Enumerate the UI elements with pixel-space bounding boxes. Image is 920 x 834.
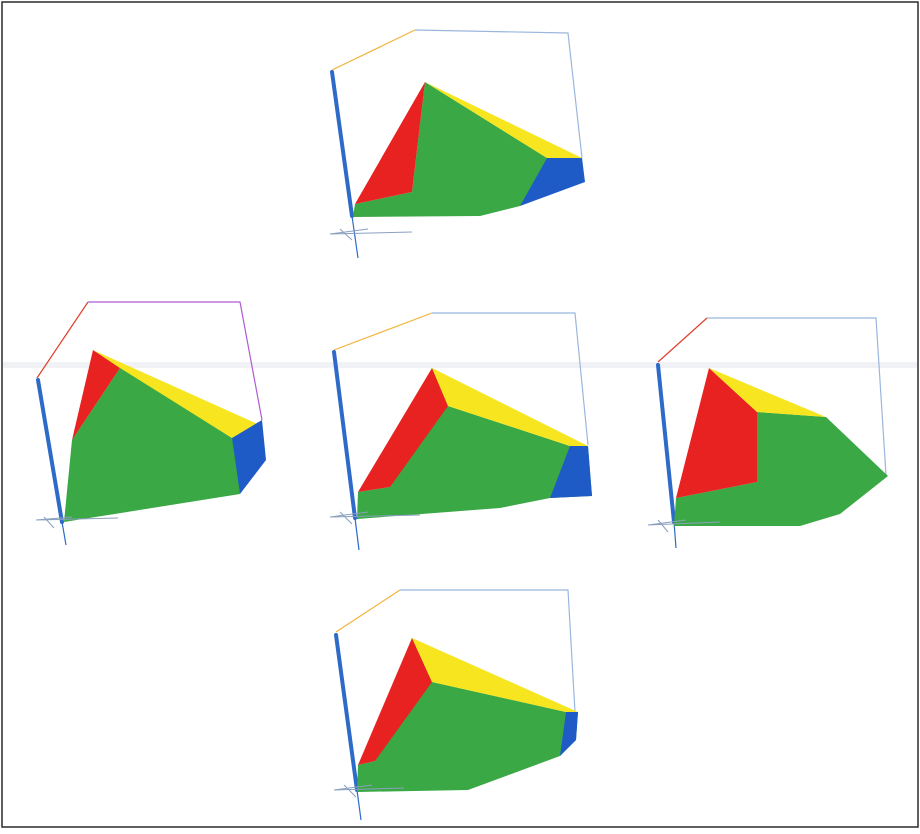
- view-right-edge-light: [707, 317, 887, 476]
- view-bottom-face-red: [358, 638, 432, 765]
- view-left-face-red: [72, 350, 120, 440]
- view-bottom-face-yellow: [412, 638, 578, 712]
- view-left-face-green: [64, 350, 262, 522]
- view-center-face-blue: [550, 446, 592, 498]
- view-right-axis-gizmo: [647, 519, 721, 533]
- view-top-edge-light: [414, 29, 583, 159]
- view-bottom-axis-gizmo: [333, 784, 405, 798]
- view-right-axis-vertical: [656, 363, 676, 524]
- view-top: [329, 29, 585, 259]
- view-center-edge-orange: [333, 312, 433, 351]
- view-bottom-axis-tick: [356, 789, 362, 821]
- view-bottom: [333, 589, 578, 821]
- view-center-axis-vertical: [332, 350, 357, 520]
- view-right-axis-tick: [673, 521, 677, 549]
- view-center-face-yellow: [432, 368, 588, 446]
- view-right: [647, 317, 888, 549]
- view-top-axis-gizmo: [329, 228, 413, 241]
- view-right-face-yellow: [709, 368, 826, 417]
- view-bottom-face-blue: [560, 712, 578, 756]
- view-center-axis-gizmo: [329, 511, 421, 525]
- view-center: [329, 312, 592, 551]
- view-top-axis-vertical: [330, 70, 354, 218]
- view-right-face-green: [674, 412, 888, 526]
- view-left-axis-gizmo: [35, 516, 119, 529]
- view-left-axis-vertical: [36, 378, 64, 524]
- view-right-edge-red: [657, 317, 708, 363]
- view-left-face-yellow: [93, 350, 262, 438]
- view-center-face-red: [358, 368, 448, 492]
- view-top-axis-tick: [351, 215, 359, 259]
- scan-artifact-band: [3, 362, 917, 368]
- view-center-edge-light: [432, 312, 589, 446]
- view-top-face-red: [355, 82, 425, 204]
- view-bottom-edge-light: [400, 589, 576, 713]
- view-left-axis-tick: [61, 521, 67, 546]
- view-left-edge-red: [36, 301, 89, 379]
- view-top-face-blue: [520, 158, 585, 206]
- view-bottom-axis-vertical: [334, 633, 359, 792]
- view-center-axis-tick: [354, 517, 360, 551]
- view-left-edge-purple: [88, 301, 263, 421]
- view-left-face-blue: [232, 420, 266, 494]
- view-top-face-yellow: [425, 82, 582, 158]
- view-top-edge-orange: [331, 29, 416, 71]
- view-left: [35, 301, 266, 546]
- view-top-face-green: [353, 82, 580, 217]
- view-bottom-edge-orange: [335, 589, 401, 633]
- view-center-face-green: [357, 368, 592, 519]
- view-right-face-red: [676, 368, 757, 498]
